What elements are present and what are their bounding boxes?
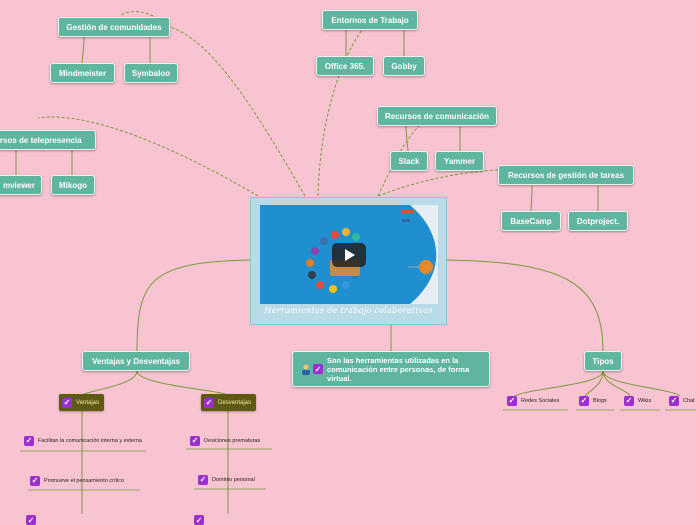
desventaja-item-text: Desiciones prematuras	[204, 437, 261, 444]
node-slack[interactable]: Slack	[390, 151, 428, 171]
check-icon: ✓	[62, 397, 72, 408]
check-icon: ✓	[624, 395, 634, 406]
node-office365[interactable]: Office 365.	[316, 56, 374, 76]
node-tipos[interactable]: Tipos	[584, 351, 622, 371]
desventajas-label: Desventajas	[218, 399, 252, 406]
desventaja-item-text: Dominio personal	[212, 476, 255, 483]
node-desventajas[interactable]: ✓ Desventajas	[201, 394, 257, 411]
node-basecamp[interactable]: BaseCamp	[501, 211, 561, 231]
ventaja-item-text: Facilitan la comunicación interna y exte…	[38, 437, 142, 444]
node-recursos-comunicacion[interactable]: Recursos de comunicación	[377, 106, 497, 126]
ventaja-item-text: Promueve el pensamiento crítico	[44, 477, 125, 484]
check-icon: ✓	[26, 515, 36, 525]
desventaja-item[interactable]: ✓ Desiciones prematuras	[190, 436, 272, 446]
node-symbaloo[interactable]: Symbaloo	[124, 63, 178, 83]
tipo-item-text: Chat	[683, 397, 695, 404]
video-thumbnail[interactable]	[260, 205, 438, 304]
check-icon: ✓	[24, 435, 34, 446]
node-mindmeister[interactable]: Mindmeister	[50, 63, 115, 83]
tipo-item[interactable]: ✓ Blogs	[579, 396, 607, 406]
ventaja-item[interactable]: ✓ Promueve el pensamiento crítico	[30, 476, 142, 486]
tipo-item-text: Wikis	[638, 397, 652, 404]
tipo-item-text: Blogs	[593, 397, 607, 404]
check-icon: ✓	[204, 397, 214, 408]
person-icon	[301, 364, 311, 375]
ventaja-item[interactable]: ✓ Facilitan la comunicación interna y ex…	[24, 436, 144, 446]
node-recursos-tareas[interactable]: Recursos de gestión de tareas	[498, 165, 634, 185]
central-title: Herramientas de trabajo colaborativas	[264, 306, 433, 315]
check-icon: ✓	[507, 395, 517, 406]
node-ventajas-desventajas[interactable]: Ventajas y Desventajas	[82, 351, 190, 371]
desventaja-item[interactable]: ✓ Dominio personal	[198, 475, 266, 485]
node-teamviewer[interactable]: mviewer	[0, 175, 42, 195]
tipo-item[interactable]: ✓ Chat	[669, 396, 695, 406]
tipo-item-text: Redes Sociales	[521, 397, 560, 404]
check-icon: ✓	[30, 475, 40, 486]
check-icon: ✓	[669, 395, 679, 406]
check-icon: ✓	[190, 435, 200, 446]
check-icon: ✓	[579, 395, 589, 406]
node-recursos-telepresencia[interactable]: ursos de telepresencia	[0, 130, 96, 150]
check-icon: ✓	[313, 364, 323, 374]
node-ventajas[interactable]: ✓ Ventajas	[59, 394, 105, 411]
central-topic[interactable]: Herramientas de trabajo colaborativas	[250, 197, 447, 325]
node-yammer[interactable]: Yammer	[435, 151, 484, 171]
node-gobby[interactable]: Gobby	[383, 56, 425, 76]
node-descripcion[interactable]: ✓ Son las herramientas utilizadas en la …	[292, 351, 490, 387]
node-dotproject[interactable]: Dotproject.	[568, 211, 628, 231]
descripcion-text: Son las herramientas utilizadas en la co…	[327, 355, 470, 383]
tipo-item[interactable]: ✓ Wikis	[624, 396, 651, 406]
tipo-item[interactable]: ✓ Redes Sociales	[507, 396, 559, 406]
node-entornos-trabajo[interactable]: Entornos de Trabajo	[322, 10, 418, 30]
check-icon: ✓	[194, 515, 204, 525]
video-illustration	[260, 205, 438, 304]
node-gestion-comunidades[interactable]: Gestión de comunidades	[58, 17, 170, 37]
check-icon: ✓	[198, 474, 208, 485]
node-mikogo[interactable]: Mikogo	[51, 175, 95, 195]
play-icon	[345, 249, 355, 261]
ventajas-label: Ventajas	[76, 399, 100, 406]
